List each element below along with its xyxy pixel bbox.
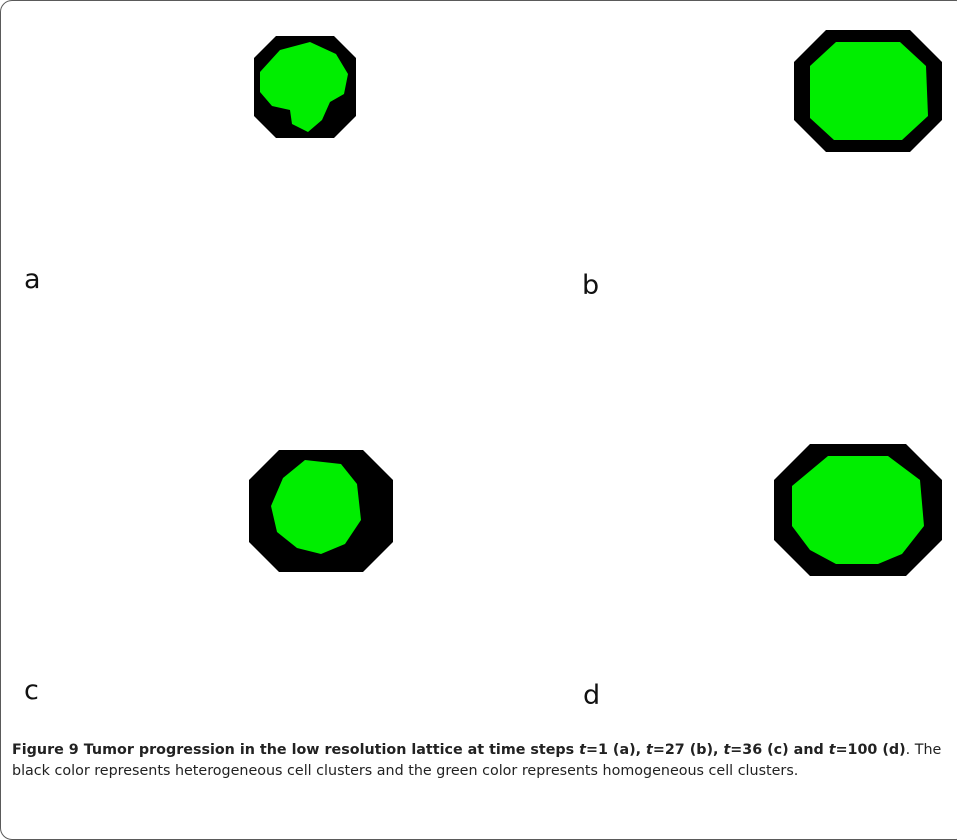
panel-a-tumor-cluster xyxy=(254,36,356,138)
homogeneous-cell-cluster xyxy=(271,460,361,554)
homogeneous-cell-cluster xyxy=(810,42,928,140)
panel-label-a: a xyxy=(24,264,41,295)
homogeneous-cell-cluster xyxy=(260,42,348,132)
caption-body: . The black color represents heterogeneo… xyxy=(12,742,942,779)
panel-b-tumor-cluster xyxy=(794,30,942,152)
figure-label: Figure 9 xyxy=(12,742,79,758)
figure-caption: Figure 9 Tumor progression in the low re… xyxy=(12,740,952,782)
panel-c-tumor-cluster xyxy=(249,450,393,572)
panel-label-c: c xyxy=(24,675,39,706)
panel-label-d: d xyxy=(583,680,601,711)
panel-d-tumor-cluster xyxy=(774,444,942,576)
panel-label-b: b xyxy=(582,270,600,301)
homogeneous-cell-cluster xyxy=(792,456,924,564)
caption-title: Figure 9 Tumor progression in the low re… xyxy=(12,742,906,758)
